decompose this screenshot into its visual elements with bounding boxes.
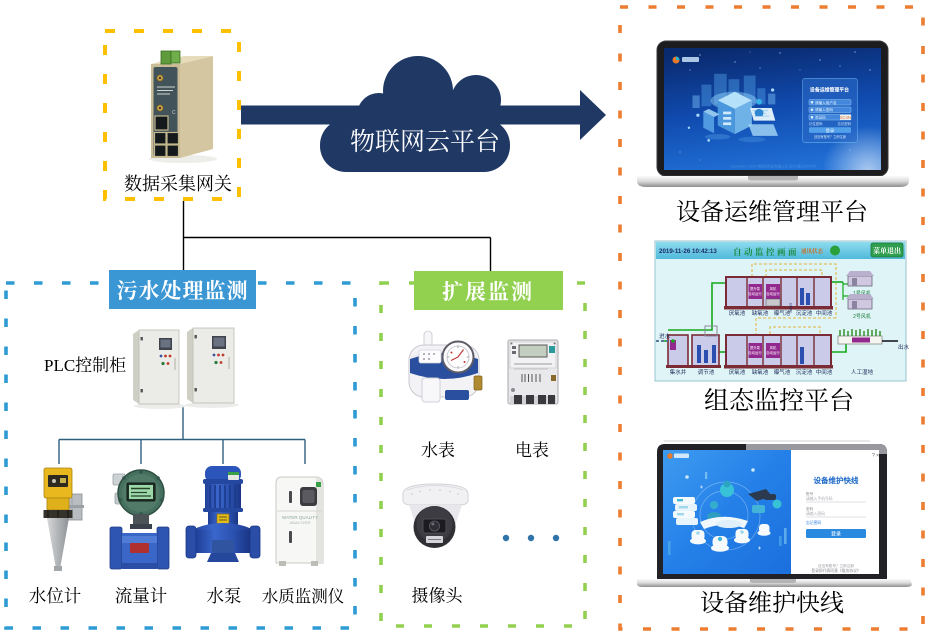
svg-text:C: C [172,110,176,116]
svg-text:自动运行: 自动运行 [748,350,762,355]
svg-text:菜单退出: 菜单退出 [873,246,901,255]
svg-text:风机: 风机 [770,345,777,350]
svg-text:沉淀池: 沉淀池 [796,309,813,317]
svg-text:登录: 登录 [831,531,841,538]
svg-text:调节池: 调节池 [698,368,715,376]
svg-text:WATER QUALITY: WATER QUALITY [282,515,318,520]
svg-text:流量计: 流量计 [115,586,168,606]
svg-text:水质监测仪: 水质监测仪 [262,587,345,606]
svg-text:沉淀池: 沉淀池 [796,368,813,376]
svg-text:密码: 密码 [806,506,814,511]
svg-text:设备运维管理平台: 设备运维管理平台 [810,87,849,94]
svg-text:自动运行: 自动运行 [766,350,780,355]
svg-text:缺氧池: 缺氧池 [752,368,769,376]
svg-text:登录: 登录 [826,127,834,133]
svg-text:提升泵: 提升泵 [750,286,761,291]
svg-text:设备维护快线: 设备维护快线 [814,475,859,485]
svg-text:出水: 出水 [898,343,910,351]
svg-text:登录即代表同意《服务协议》: 登录即代表同意《服务协议》 [811,568,860,573]
svg-text:电表: 电表 [515,441,549,460]
svg-text:数据采集网关: 数据采集网关 [124,174,232,194]
svg-text:设备维护快线: 设备维护快线 [700,590,844,617]
svg-text:曝气池: 曝气池 [774,309,791,317]
svg-text:2019-11-26 10:42:13: 2019-11-26 10:42:13 [659,248,717,255]
svg-text:风机: 风机 [770,286,777,291]
svg-text:请输入密码: 请输入密码 [806,511,825,516]
svg-text:自动监控画面: 自动监控画面 [733,247,799,257]
svg-text:自动运行: 自动运行 [766,291,780,296]
svg-text:人工湿地: 人工湿地 [851,368,874,376]
svg-text:ANALYZER: ANALYZER [290,520,311,525]
svg-text:扩展监测: 扩展监测 [442,280,534,304]
svg-text:沉淀池: 沉淀池 [788,302,792,313]
svg-text:请输入用户名: 请输入用户名 [815,100,837,105]
svg-text:2号风机: 2号风机 [853,313,871,320]
svg-text:自动运行: 自动运行 [748,291,762,296]
svg-text:还没有账号？立即注册: 还没有账号？立即注册 [818,563,854,568]
svg-text:1号风机: 1号风机 [853,290,871,297]
svg-text:中间池: 中间池 [816,368,833,376]
svg-text:中间池: 中间池 [816,309,833,317]
svg-text:Copyright © 2019 物联网科技有限公司 苏IC: Copyright © 2019 物联网科技有限公司 苏ICP备190000号 [730,164,817,169]
svg-text:请输入密码: 请输入密码 [815,107,833,112]
svg-text:请输入手机号码: 请输入手机号码 [806,496,833,501]
svg-text:集水井: 集水井 [670,368,687,376]
svg-text:验证码: 验证码 [815,115,826,120]
svg-text:? ×: ? × [872,453,879,459]
svg-text:水泵: 水泵 [207,586,242,606]
svg-text:PLC控制柜: PLC控制柜 [44,356,126,375]
svg-text:摄像头: 摄像头 [412,587,464,606]
svg-text:缺氧池: 缺氧池 [752,309,769,317]
svg-text:忘记密码: 忘记密码 [806,520,821,525]
svg-text:设备运维管理平台: 设备运维管理平台 [676,199,868,226]
svg-text:物联网云平台: 物联网云平台 [350,128,500,156]
svg-text:进水: 进水 [659,332,671,340]
svg-text:5C4N: 5C4N [840,115,851,120]
svg-text:厌氧池: 厌氧池 [729,309,746,317]
svg-text:组态监控平台: 组态监控平台 [704,387,854,415]
svg-text:还没有账号？立即注册: 还没有账号？立即注册 [814,134,847,139]
svg-text:水表: 水表 [421,441,455,460]
svg-text:水位计: 水位计 [29,586,82,606]
svg-text:污水处理监测: 污水处理监测 [117,279,249,303]
svg-text:账号: 账号 [806,491,814,496]
svg-text:曝气池: 曝气池 [774,368,791,376]
svg-text:忘记密码: 忘记密码 [837,121,851,126]
svg-text:通讯状态: 通讯状态 [801,247,824,255]
svg-text:记住密码: 记住密码 [809,121,823,126]
svg-text:提升泵: 提升泵 [750,345,761,350]
svg-text:厌氧池: 厌氧池 [729,368,746,376]
